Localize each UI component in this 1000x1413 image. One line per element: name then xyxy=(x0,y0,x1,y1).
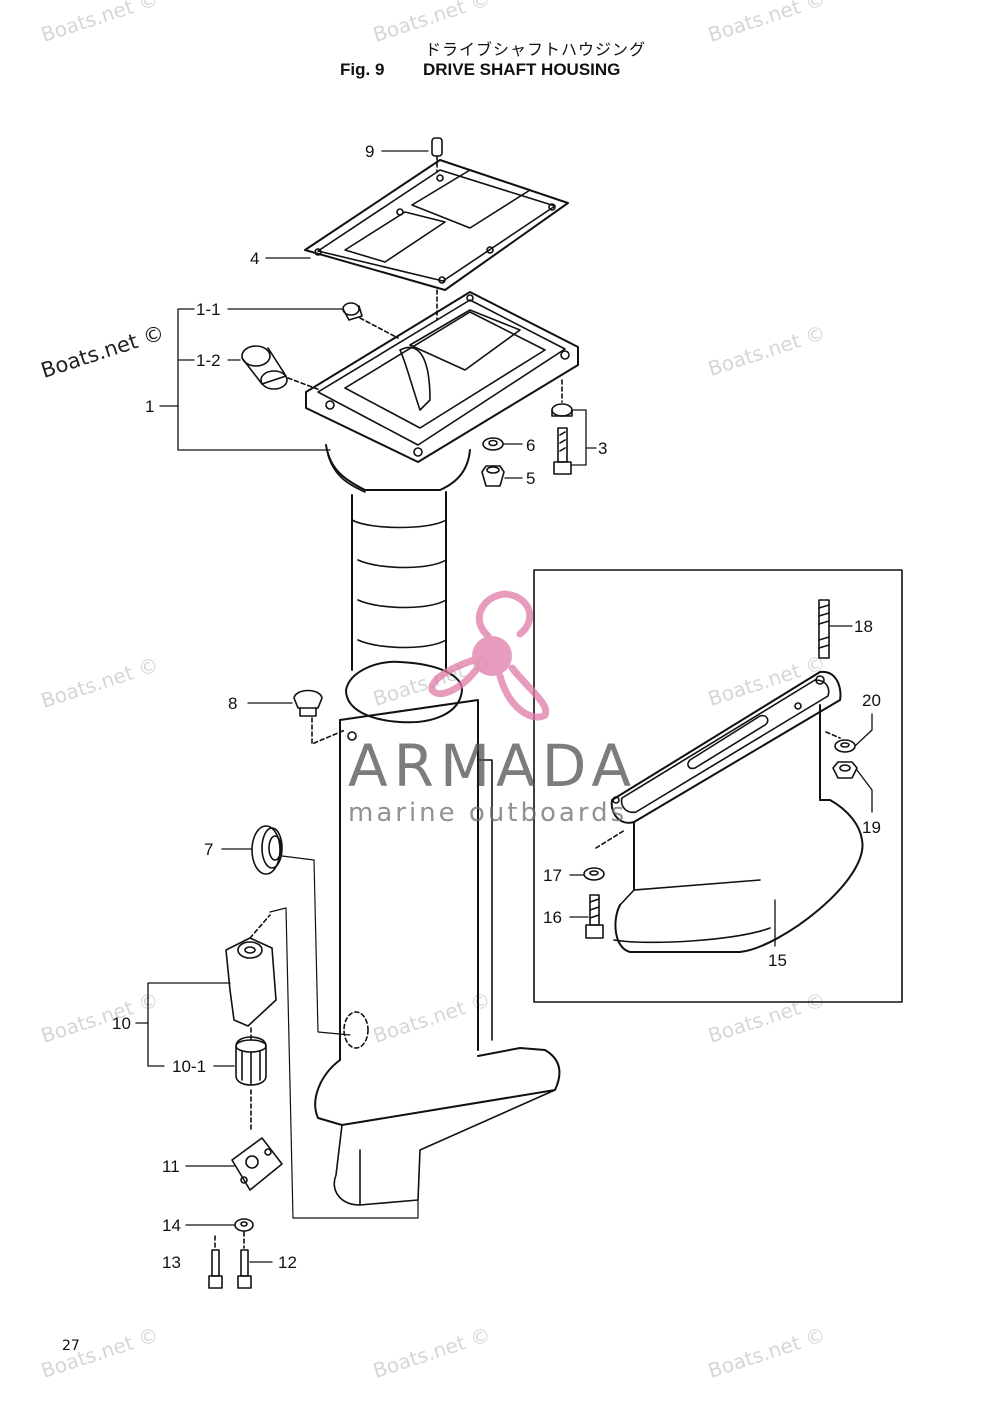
part-label: 16 xyxy=(543,908,562,927)
figure-number: Fig. 9 xyxy=(340,60,385,79)
part-label: 10-1 xyxy=(172,1057,206,1076)
gasket-part-4 xyxy=(304,159,569,291)
part-label: 1-1 xyxy=(196,300,221,319)
stud-bolt-part-18 xyxy=(818,599,830,659)
brand-name: ARMADA xyxy=(348,732,638,800)
part-label: 3 xyxy=(598,439,607,458)
leader-lines xyxy=(135,150,873,1263)
part-label: 11 xyxy=(162,1157,180,1176)
part-label: 4 xyxy=(250,249,259,268)
part-label: 13 xyxy=(162,1253,181,1272)
part-label: 7 xyxy=(204,840,213,859)
part-label: 9 xyxy=(365,142,374,161)
washer-part-14 xyxy=(234,1218,254,1232)
bushing-part-1-2 xyxy=(241,345,321,391)
bolt-part-16 xyxy=(585,894,604,939)
exhaust-guide-part-15 xyxy=(610,670,864,953)
part-label: 5 xyxy=(526,469,535,488)
grommet-part-7 xyxy=(251,825,351,1036)
part-label: 15 xyxy=(768,951,787,970)
inset-frame xyxy=(533,569,903,1003)
part-label: 18 xyxy=(854,617,873,636)
plug-part-8 xyxy=(293,689,346,745)
mount-bracket-part-10 xyxy=(225,907,419,1219)
page-number: 27 xyxy=(62,1338,80,1354)
nut-part-19 xyxy=(832,761,858,779)
part-label: 12 xyxy=(278,1253,297,1272)
part-labels: 9 4 1-1 1-2 1 6 3 5 18 8 20 19 7 17 16 1… xyxy=(112,142,881,1272)
bolt-part-3 xyxy=(551,379,573,475)
title-japanese: ドライブシャフトハウジング xyxy=(425,40,647,59)
plate-part-11 xyxy=(231,1137,283,1191)
part-label: 20 xyxy=(862,691,881,710)
part-label: 6 xyxy=(526,436,535,455)
washer-part-17 xyxy=(583,829,626,881)
part-label: 10 xyxy=(112,1014,131,1033)
part-label: 14 xyxy=(162,1216,181,1235)
part-label: 19 xyxy=(862,818,881,837)
washer-part-6 xyxy=(482,437,504,451)
drive-shaft-housing-upper-part-1 xyxy=(305,289,579,463)
washer-part-20 xyxy=(825,731,856,753)
figure-title: DRIVE SHAFT HOUSING xyxy=(423,60,621,79)
bolt-part-12 xyxy=(237,1231,252,1289)
part-label: 1-2 xyxy=(196,351,221,370)
part-label: 1 xyxy=(145,397,154,416)
mount-rubber-part-10-1 xyxy=(235,1027,267,1131)
drive-shaft-housing-main-part-1 xyxy=(314,444,561,1206)
part-label: 17 xyxy=(543,866,562,885)
bushing-part-1-1 xyxy=(342,302,399,339)
part-label: 8 xyxy=(228,694,237,713)
dowel-pin-part-9 xyxy=(431,137,443,173)
bolt-part-13 xyxy=(208,1235,223,1289)
nut-part-5 xyxy=(481,465,505,487)
propeller-logo xyxy=(428,590,550,721)
brand-tagline: marine outboards xyxy=(348,798,628,828)
